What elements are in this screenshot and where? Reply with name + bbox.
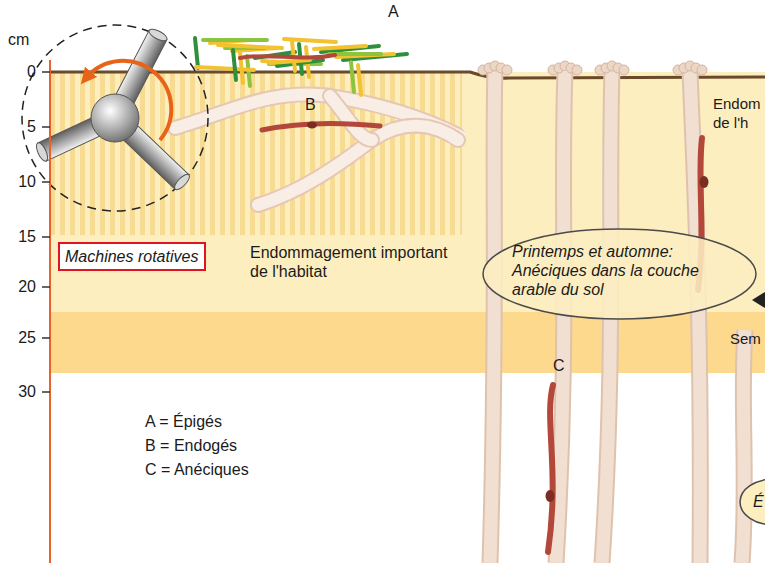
axis-unit: cm bbox=[8, 30, 29, 49]
node-text: Machines rotatives bbox=[65, 247, 199, 266]
illustration-line bbox=[42, 71, 50, 73]
illustration-path bbox=[330, 96, 372, 140]
sole-band bbox=[50, 312, 765, 373]
illustration-line bbox=[42, 337, 50, 339]
depth-tick-label: 10 bbox=[4, 172, 36, 191]
illustration-path bbox=[490, 70, 495, 563]
illustration-line bbox=[270, 60, 310, 63]
endogeic-worm bbox=[262, 123, 380, 130]
callout-ellipse: É bbox=[739, 478, 765, 526]
worm-clitellum bbox=[307, 122, 317, 129]
endogeic-burrows bbox=[175, 94, 460, 205]
rotor-blades bbox=[34, 27, 192, 192]
node-text: Printemps et automne: Anéciques dans la … bbox=[512, 242, 727, 299]
worm-clitellum bbox=[546, 490, 555, 502]
illustration-line bbox=[351, 62, 354, 92]
key-entry: C = Anéciques bbox=[145, 460, 249, 479]
illustration-line bbox=[195, 38, 198, 68]
illustration-circle bbox=[502, 65, 512, 75]
depth-tick-label: 25 bbox=[4, 328, 36, 347]
depth-tick-label: 30 bbox=[4, 382, 36, 401]
pointer-triangle bbox=[752, 292, 765, 308]
node-text: É bbox=[753, 492, 765, 511]
illustration-circle bbox=[697, 65, 707, 75]
illustration-line bbox=[314, 46, 366, 49]
litter bbox=[195, 38, 407, 95]
key-entry: A = Épigés bbox=[145, 412, 222, 431]
topsoil-band bbox=[50, 72, 765, 312]
depth-tick-label: 0 bbox=[4, 62, 36, 81]
axis-ticks bbox=[42, 72, 50, 392]
illustration-path bbox=[742, 330, 745, 563]
damage-note: Endom de l'h bbox=[713, 94, 763, 132]
worm-clitellum bbox=[700, 176, 709, 188]
illustration-circle bbox=[572, 65, 582, 75]
machine-label-box: Machines rotatives bbox=[58, 242, 206, 271]
illustration-line bbox=[358, 65, 361, 95]
depth-tick-label: 5 bbox=[4, 117, 36, 136]
illustration-ellipse bbox=[172, 172, 192, 192]
illustration-path bbox=[556, 72, 565, 563]
illustration-line bbox=[218, 45, 282, 48]
anecic-worm bbox=[548, 385, 553, 552]
illustration-path bbox=[742, 330, 745, 563]
illustration-circle bbox=[619, 65, 629, 75]
key-entry: B = Endogés bbox=[145, 436, 237, 455]
illustration-line bbox=[42, 126, 50, 128]
illustration-line bbox=[42, 236, 50, 238]
depth-tick-label: 15 bbox=[4, 227, 36, 246]
illustration-path bbox=[556, 72, 565, 563]
illustration-line bbox=[203, 38, 267, 42]
callout-letter: B bbox=[305, 95, 316, 114]
ellipse-shape bbox=[740, 479, 765, 525]
note-fragment: Sem bbox=[730, 329, 761, 348]
damaged-topsoil bbox=[50, 72, 462, 235]
illustration-line bbox=[42, 391, 50, 393]
illustration-line bbox=[196, 67, 254, 70]
callout-letter: A bbox=[388, 2, 399, 21]
illustration-path bbox=[330, 96, 372, 140]
illustration-path bbox=[490, 70, 495, 563]
rotation-arrow bbox=[86, 61, 171, 140]
depth-tick-label: 20 bbox=[4, 277, 36, 296]
illustration-ellipse bbox=[34, 141, 50, 163]
ellipse-shape bbox=[483, 229, 756, 319]
illustration-line bbox=[42, 181, 50, 183]
illustration-path bbox=[240, 55, 335, 58]
callout-letter: C bbox=[553, 356, 565, 375]
depth-axis bbox=[49, 60, 51, 563]
illustration-line bbox=[233, 50, 236, 80]
damage-note: Endommagement important de l'habitat bbox=[250, 243, 465, 281]
illustration-line bbox=[42, 286, 50, 288]
rotor-hub bbox=[91, 94, 139, 142]
season-callout-ellipse: Printemps et automne: Anéciques dans la … bbox=[482, 228, 757, 320]
illustration-ellipse bbox=[147, 27, 168, 43]
